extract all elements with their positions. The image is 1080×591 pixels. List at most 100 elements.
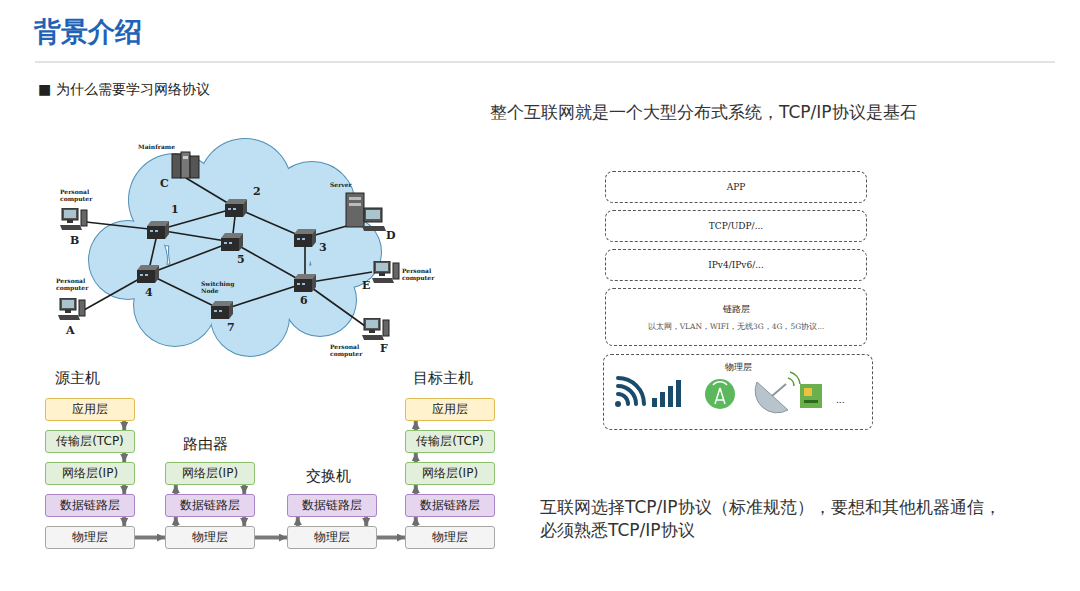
layer-name: 物理层 (314, 529, 350, 546)
figure-label: 3 (318, 242, 328, 255)
network-link (84, 178, 372, 326)
server-icon (349, 197, 361, 200)
layer-box: 数据链路层 (405, 494, 495, 517)
cloud (89, 139, 381, 356)
antenna-icon (705, 379, 735, 409)
signal-bars-icon (660, 392, 665, 407)
mainframe-icon (172, 152, 199, 178)
server-icon (349, 203, 361, 206)
data-flow-arrow (242, 517, 246, 526)
antenna-icon (713, 382, 727, 385)
note-text: 整个互联网就是一个大型分布式系统，TCP/IP协议是基石 (490, 103, 917, 123)
server-icon (362, 226, 386, 231)
network-card-icon (800, 384, 822, 408)
figure-label: Server (330, 182, 352, 189)
satellite-dish-icon (772, 384, 786, 396)
switching-node (137, 199, 316, 319)
layer-box: 物理层 (287, 526, 377, 549)
personal-computer-icon (58, 208, 399, 340)
server-icon (346, 193, 386, 231)
figure-label: Personal computer (60, 189, 100, 203)
personal-computer-icon (372, 261, 399, 283)
layer-box: 物理层 (165, 526, 255, 549)
signal-bars-icon (676, 380, 681, 407)
data-flow-arrow (255, 536, 287, 540)
data-flow-arrow (122, 453, 126, 462)
wifi-icon (615, 378, 644, 407)
antenna-icon (715, 388, 725, 404)
cloud (169, 179, 311, 321)
title-rule (35, 62, 1055, 63)
personal-computer-icon (60, 208, 87, 230)
figure-label: C (160, 178, 169, 191)
device-heading: 交换机 (306, 468, 351, 485)
layer-box: 物理层 (405, 526, 495, 549)
layer-box: 应用层 (45, 398, 135, 421)
data-flow-arrow (364, 517, 368, 526)
data-flow-arrow (122, 421, 126, 430)
device-heading: 路由器 (183, 436, 228, 453)
mainframe-icon (183, 156, 188, 159)
layer-detail: 以太网，VLAN，WIFI，无线3G，4G，5G协议... (648, 322, 825, 332)
layer-name: 网络层(IP) (182, 465, 238, 482)
layer-name: 物理层 (192, 529, 228, 546)
signal-bars-icon (652, 380, 681, 407)
figure-label: 7 (226, 322, 236, 335)
layer-name: 数据链路层 (420, 497, 480, 514)
layer-box: 物理层 (45, 526, 135, 549)
figure-label: Switching Node (200, 281, 238, 295)
slide-title: 背景介绍 (34, 14, 142, 50)
network-link (148, 242, 232, 274)
data-flow-arrow (414, 453, 418, 462)
layer-name: 应用层 (72, 401, 108, 418)
figure-label: 1 (170, 204, 180, 217)
figure-label: Personal computer (330, 344, 364, 358)
protocol-layer-box: IPv4/IPv6/... (605, 249, 867, 281)
switching-node (225, 199, 247, 217)
satellite-dish-icon (755, 372, 800, 413)
satellite-dish-icon (755, 382, 788, 413)
layer-name: 应用层 (432, 401, 468, 418)
protocol-layer-box: 链路层以太网，VLAN，WIFI，无线3G，4G，5G协议... (605, 288, 867, 346)
layer-box: 数据链路层 (165, 494, 255, 517)
layer-name: 物理层 (725, 361, 752, 374)
figure-label: D (386, 230, 396, 243)
layer-name: 网络层(IP) (422, 465, 478, 482)
mainframe-icon (190, 156, 199, 178)
layer-box: 传输层(TCP) (405, 430, 495, 453)
figure-label: Personal computer (402, 268, 438, 282)
switching-node (137, 265, 159, 283)
layer-name: 网络层(IP) (62, 465, 118, 482)
note-text: 互联网选择TCP/IP协议（标准规范），要想和其他机器通信，必须熟悉TCP/IP… (540, 496, 1015, 542)
data-flow-arrow (414, 421, 418, 430)
switching-node (294, 274, 316, 292)
figure-label: 4 (144, 287, 154, 300)
data-flow-arrow (174, 485, 178, 494)
switching-node (294, 229, 316, 247)
layer-name: 传输层(TCP) (416, 433, 484, 450)
figure-label: Mainframe (138, 144, 175, 151)
figure-label: 5 (236, 254, 246, 267)
mainframe-icon (172, 154, 181, 178)
layer-box: 传输层(TCP) (45, 430, 135, 453)
figure-label: Personal computer (56, 278, 96, 292)
antenna-icon (705, 379, 735, 409)
device-heading: 源主机 (55, 370, 100, 387)
network-card-icon (800, 384, 822, 408)
bullet-heading: ■ 为什么需要学习网络协议 (38, 81, 210, 97)
wifi-icon (618, 378, 644, 404)
layer-name: TCP/UDP/... (709, 221, 763, 231)
figure-label: E (362, 280, 370, 293)
physical-media-icons (615, 372, 822, 413)
layer-box: 数据链路层 (45, 494, 135, 517)
layer-name: IPv4/IPv6/... (708, 260, 764, 270)
data-flow-arrow (122, 517, 126, 526)
data-flow-arrow (414, 517, 418, 526)
data-flow-arrow (174, 517, 178, 526)
network-link (158, 230, 232, 242)
layer-name: 数据链路层 (180, 497, 240, 514)
protocol-layer-box: TCP/UDP/... (605, 210, 867, 242)
mainframe-icon (181, 152, 190, 178)
layer-name: APP (727, 182, 746, 192)
figure-label: 2 (252, 186, 262, 199)
